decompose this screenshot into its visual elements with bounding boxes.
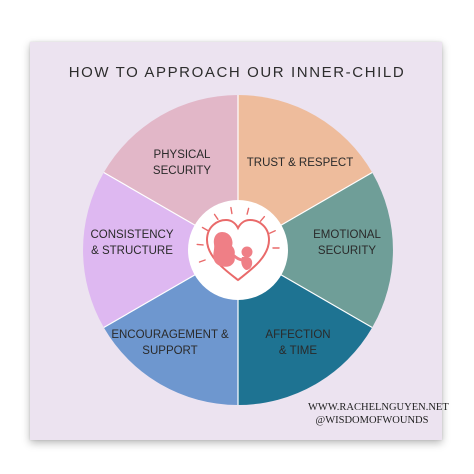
segment-consistency-structure bbox=[83, 172, 238, 328]
segment-label-encouragement-support: ENCOURAGEMENT & SUPPORT bbox=[111, 329, 229, 357]
mother-figure bbox=[213, 232, 235, 267]
website-credit: WWW.RACHELNGUYEN.NET bbox=[308, 402, 449, 413]
segment-encouragement-support bbox=[103, 250, 238, 405]
wheel-segments bbox=[83, 95, 393, 405]
segment-label-line: SECURITY bbox=[318, 245, 376, 257]
segment-label-affection-time: AFFECTION & TIME bbox=[265, 329, 330, 357]
segment-label-line: SECURITY bbox=[153, 165, 211, 177]
social-handle-credit: @WISDOMOFWOUNDS bbox=[315, 415, 429, 426]
heart-outline bbox=[205, 218, 271, 282]
segment-label-line: & TIME bbox=[279, 345, 317, 357]
segment-label-physical-security: PHYSICAL SECURITY bbox=[153, 149, 211, 177]
segment-label-line: AFFECTION bbox=[265, 329, 330, 341]
wheel-center bbox=[188, 200, 288, 300]
page-title: HOW TO APPROACH OUR INNER-CHILD bbox=[68, 64, 406, 81]
segment-label-line: & STRUCTURE bbox=[91, 245, 173, 257]
segment-label-line: EMOTIONAL bbox=[313, 229, 381, 241]
segment-physical-security bbox=[103, 95, 238, 250]
segment-trust-respect bbox=[238, 95, 373, 250]
segment-label-emotional-security: EMOTIONAL SECURITY bbox=[313, 229, 381, 257]
segment-affection-time bbox=[238, 250, 373, 405]
segment-label-line: PHYSICAL bbox=[154, 149, 211, 161]
mother-child-heart-icon bbox=[196, 206, 280, 282]
segment-label-line: TRUST & RESPECT bbox=[247, 157, 354, 169]
segment-label-trust-respect: TRUST & RESPECT bbox=[247, 157, 354, 169]
segment-emotional-security bbox=[238, 172, 393, 328]
segment-label-line: SUPPORT bbox=[142, 345, 197, 357]
segment-label-consistency-structure: CONSISTENCY & STRUCTURE bbox=[90, 229, 173, 257]
child-head bbox=[241, 246, 253, 258]
segment-label-line: CONSISTENCY bbox=[90, 229, 173, 241]
wheel-labels: PHYSICAL SECURITY TRUST & RESPECT EMOTIONAL… bbox=[90, 149, 381, 357]
embrace-arm bbox=[230, 252, 245, 262]
sparkle-rays bbox=[196, 206, 280, 263]
center-circle bbox=[188, 200, 288, 300]
segment-label-line: ENCOURAGEMENT & bbox=[111, 329, 229, 341]
